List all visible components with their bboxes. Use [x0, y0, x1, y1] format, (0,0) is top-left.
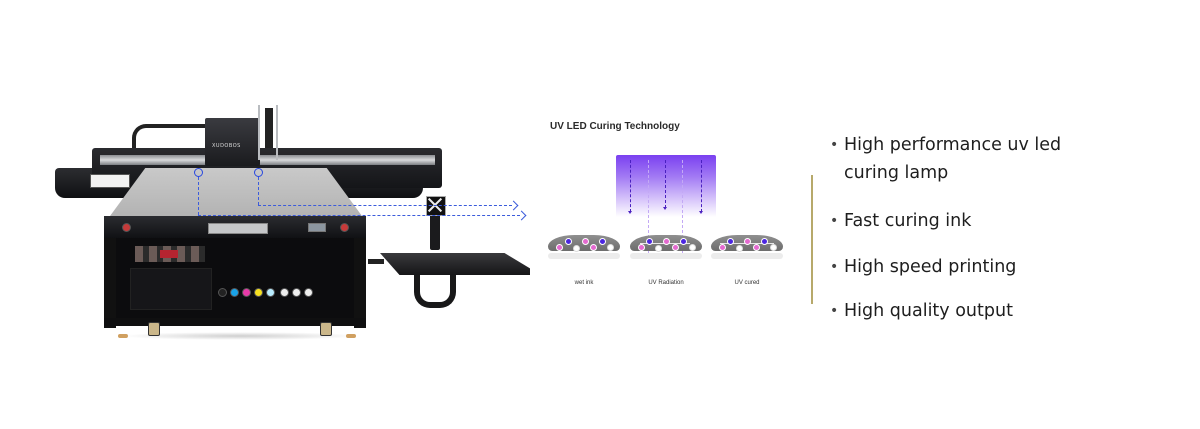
ink-tank: [130, 268, 212, 310]
bullet-icon: •: [830, 213, 839, 229]
cable-hose: [132, 124, 216, 158]
guide-line: [198, 215, 520, 216]
ink-lc: [266, 288, 275, 297]
ink-c: [230, 288, 239, 297]
ink-particle: [655, 245, 662, 252]
ink-particle: [672, 244, 679, 251]
uv-ray: [701, 160, 702, 212]
tray-arm: [414, 272, 456, 308]
uv-ray: [648, 160, 649, 258]
ink-particle: [646, 238, 653, 245]
ink-varnish: [304, 288, 313, 297]
bullet-icon: •: [830, 259, 839, 275]
ink-particle: [736, 245, 743, 252]
uv-lamp-marker-left: [194, 168, 203, 177]
bullet-icon: •: [830, 137, 839, 153]
brand-logo: XUDOBOS: [212, 143, 241, 149]
ray-arrow-icon: [663, 207, 667, 210]
ink-particle: [573, 245, 580, 252]
guide-line: [258, 177, 259, 205]
stage-label: UV Radiation: [648, 280, 684, 286]
ink-particle: [753, 244, 760, 251]
print-bed: [110, 168, 362, 216]
substrate: [711, 253, 783, 259]
ink-particle: [761, 238, 768, 245]
leg-left: [104, 238, 116, 328]
camera-head: [265, 108, 273, 148]
ink-y: [254, 288, 263, 297]
bullet-icon: •: [830, 303, 839, 319]
ink-particle: [556, 244, 563, 251]
uv-ray: [682, 160, 683, 258]
caster-left: [148, 322, 160, 336]
uv-lamp-marker-right: [254, 168, 263, 177]
ink-particle: [744, 238, 751, 245]
guide-line: [198, 177, 199, 215]
base-bar: [104, 318, 366, 326]
arrow-right-icon: [516, 210, 527, 221]
caster-right: [320, 322, 332, 336]
stage-label: UV cured: [734, 280, 760, 286]
gantry-rail-track: [100, 155, 435, 165]
substrate: [630, 253, 702, 259]
ink-w2: [292, 288, 301, 297]
floor-shadow: [120, 332, 360, 340]
ink-m: [242, 288, 251, 297]
feature-item: • High speed printing: [830, 253, 1016, 281]
ink-particle: [689, 244, 696, 251]
emergency-stop-right: [340, 223, 349, 232]
feature-item: • High quality output: [830, 297, 1013, 325]
ink-cartridges: [218, 287, 318, 297]
ink-particle: [582, 238, 589, 245]
accent-divider: [811, 175, 813, 304]
ink-particle: [770, 244, 777, 251]
foot-left: [118, 334, 128, 338]
ink-particle: [719, 244, 726, 251]
emergency-stop-left: [122, 223, 131, 232]
ray-arrow-icon: [699, 211, 703, 214]
ink-particle: [607, 244, 614, 251]
ray-arrow-icon: [628, 211, 632, 214]
diagram-title: UV LED Curing Technology: [550, 121, 680, 132]
lcd-display: [308, 223, 326, 232]
feature-text: curing lamp: [844, 163, 949, 183]
feature-text: High speed printing: [844, 257, 1017, 277]
uv-ray: [630, 160, 631, 212]
camera-arm: [258, 105, 278, 160]
keyboard-tray: [380, 253, 530, 275]
leg-right: [354, 238, 366, 328]
wing-window: [90, 174, 130, 188]
ink-particle: [565, 238, 572, 245]
ink-particle: [590, 244, 597, 251]
feature-item: • Fast curing ink: [830, 207, 971, 235]
substrate: [548, 253, 620, 259]
feature-text: High performance uv led: [844, 135, 1062, 155]
ink-particle: [638, 244, 645, 251]
ink-w1: [280, 288, 289, 297]
uv-light-icon: [616, 155, 716, 217]
arrow-right-icon: [508, 200, 519, 211]
tray-link: [368, 259, 384, 264]
control-strip: [208, 223, 268, 234]
foot-right: [346, 334, 356, 338]
ink-particle: [599, 238, 606, 245]
uv-ray: [665, 160, 666, 208]
guide-line: [258, 205, 512, 206]
stage-label: wet ink: [574, 280, 594, 286]
print-carriage: [205, 118, 260, 166]
feature-item: • High performance uv led curing lamp: [830, 131, 1061, 187]
feature-text: High quality output: [844, 301, 1013, 321]
feature-text: Fast curing ink: [844, 211, 972, 231]
ink-particle: [680, 238, 687, 245]
ink-particle: [663, 238, 670, 245]
ink-particle: [727, 238, 734, 245]
ink-k: [218, 288, 227, 297]
monitor-stand: [430, 214, 440, 250]
red-tube: [160, 250, 178, 258]
